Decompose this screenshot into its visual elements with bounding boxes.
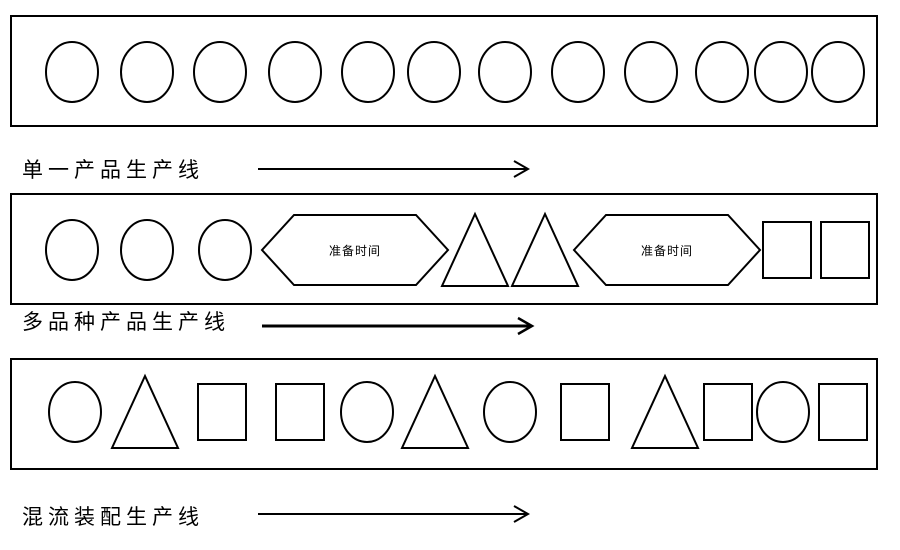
- circle-shape: [756, 381, 810, 443]
- prep-time-label: 准备时间: [641, 244, 693, 258]
- flow-arrow-single-product: [258, 160, 531, 178]
- square-shape: [762, 221, 812, 279]
- circle-shape: [551, 41, 605, 103]
- triangle-shape: [440, 211, 510, 287]
- label-single-product-line: 单一产品生产线: [22, 158, 204, 182]
- square-shape: [818, 383, 868, 441]
- circle-shape: [198, 219, 252, 281]
- prep-time-label: 准备时间: [329, 244, 381, 258]
- hexagon-shape: 准备时间: [572, 214, 762, 286]
- lane-mixed-flow: [10, 358, 878, 470]
- flow-arrow-multi-variety: [262, 316, 535, 336]
- square-shape: [560, 383, 610, 441]
- hexagon-shape: 准备时间: [260, 214, 450, 286]
- label-multi-variety-line: 多品种产品生产线: [22, 310, 230, 334]
- triangle-shape: [400, 373, 470, 449]
- label-mixed-flow-line: 混流装配生产线: [22, 505, 204, 529]
- circle-shape: [193, 41, 247, 103]
- circle-shape: [624, 41, 678, 103]
- circle-shape: [120, 41, 174, 103]
- circle-shape: [45, 219, 99, 281]
- triangle-shape: [110, 373, 180, 449]
- circle-shape: [45, 41, 99, 103]
- lane-single-product: [10, 15, 878, 127]
- square-shape: [197, 383, 247, 441]
- square-shape: [820, 221, 870, 279]
- circle-shape: [754, 41, 808, 103]
- circle-shape: [483, 381, 537, 443]
- circle-shape: [811, 41, 865, 103]
- circle-shape: [478, 41, 532, 103]
- circle-shape: [341, 41, 395, 103]
- flow-arrow-mixed-flow: [258, 505, 531, 523]
- circle-shape: [48, 381, 102, 443]
- circle-shape: [340, 381, 394, 443]
- triangle-shape: [510, 211, 580, 287]
- circle-shape: [268, 41, 322, 103]
- circle-shape: [120, 219, 174, 281]
- square-shape: [275, 383, 325, 441]
- lane-multi-variety: [10, 193, 878, 305]
- circle-shape: [407, 41, 461, 103]
- circle-shape: [695, 41, 749, 103]
- triangle-shape: [630, 373, 700, 449]
- square-shape: [703, 383, 753, 441]
